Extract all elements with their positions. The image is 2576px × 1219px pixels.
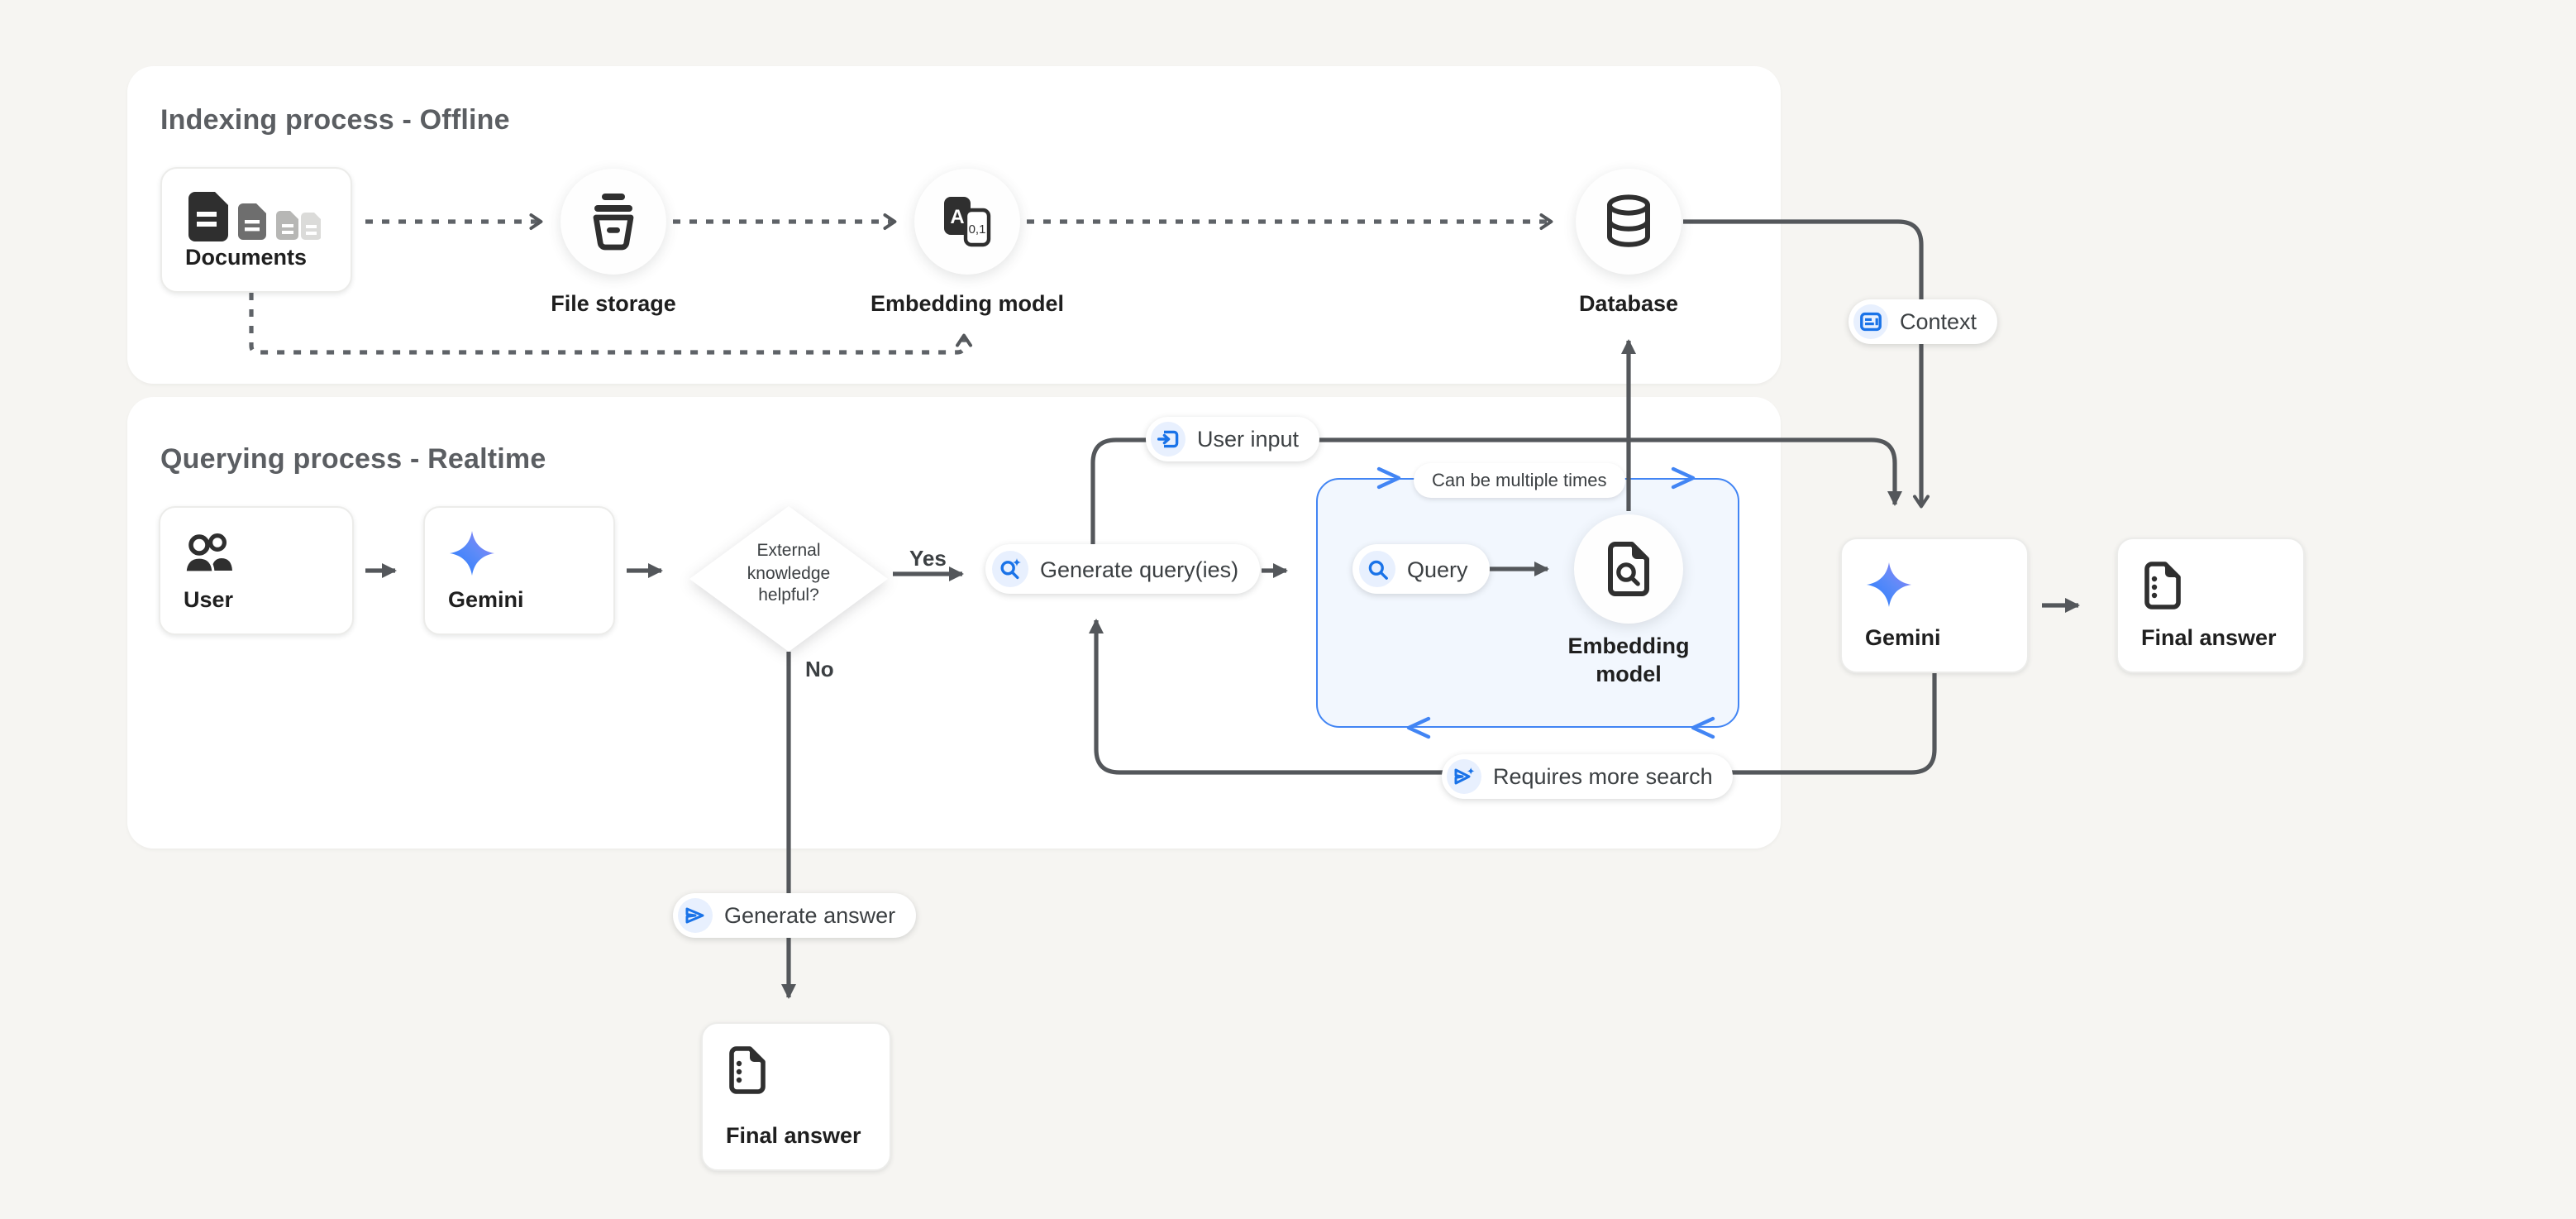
context-badge-label: Context bbox=[1900, 309, 1977, 334]
input-icon bbox=[1151, 422, 1185, 457]
database-icon bbox=[1607, 194, 1650, 247]
can-be-multiple-times-badge: Can be multiple times bbox=[1414, 463, 1625, 498]
final-answer-node-right: Final answer bbox=[2116, 538, 2305, 673]
generate-answer-label: Generate answer bbox=[724, 903, 896, 928]
context-badge: Context bbox=[1849, 299, 1997, 344]
file-storage-label: File storage bbox=[551, 291, 676, 316]
generate-queries-pill: Generate query(ies) bbox=[985, 544, 1261, 594]
gemini-node-left: Gemini bbox=[423, 506, 615, 635]
embedding-model-realtime-node bbox=[1574, 514, 1683, 624]
documents-icon bbox=[188, 192, 321, 241]
documents-label: Documents bbox=[185, 245, 308, 270]
embedding-model-offline-node: A 0,1 bbox=[914, 169, 1020, 275]
svg-text:A: A bbox=[950, 206, 964, 228]
user-input-badge: User input bbox=[1146, 417, 1319, 461]
gemini-spark-icon bbox=[450, 531, 494, 576]
query-label: Query bbox=[1407, 557, 1468, 581]
final-answer-right-label: Final answer bbox=[2141, 625, 2277, 650]
generate-queries-label: Generate query(ies) bbox=[1040, 557, 1239, 581]
indexing-section-title: Indexing process - Offline bbox=[160, 104, 510, 136]
search-icon bbox=[1359, 551, 1395, 587]
decision-text: External knowledge helpful? bbox=[747, 541, 831, 605]
send-spark-icon bbox=[1447, 759, 1481, 794]
final-answer-node-bottom: Final answer bbox=[701, 1022, 891, 1171]
gemini-left-label: Gemini bbox=[448, 587, 524, 612]
search-loop-container bbox=[1316, 478, 1739, 728]
gemini-spark-icon bbox=[1867, 562, 1911, 607]
file-storage-node bbox=[561, 169, 666, 275]
svg-text:0,1: 0,1 bbox=[969, 222, 986, 237]
query-pill: Query bbox=[1352, 544, 1490, 594]
search-spark-icon bbox=[992, 551, 1028, 587]
bucket-icon bbox=[593, 194, 634, 251]
send-icon bbox=[678, 898, 713, 933]
generate-answer-badge: Generate answer bbox=[673, 893, 916, 938]
embedding-model-realtime-label: Embedding model bbox=[1567, 633, 1690, 686]
user-node: User bbox=[159, 506, 354, 635]
context-icon bbox=[1853, 304, 1888, 339]
requires-more-search-label: Requires more search bbox=[1493, 764, 1713, 789]
gemini-right-label: Gemini bbox=[1865, 625, 1941, 650]
answer-document-icon bbox=[2144, 562, 2181, 610]
requires-more-search-badge: Requires more search bbox=[1442, 754, 1733, 799]
documents-node: Documents bbox=[160, 167, 352, 293]
user-label: User bbox=[184, 587, 234, 612]
querying-section-title: Querying process - Realtime bbox=[160, 443, 546, 475]
database-node bbox=[1576, 169, 1682, 275]
answer-document-icon bbox=[729, 1046, 766, 1094]
embedding-model-offline-label: Embedding model bbox=[870, 291, 1064, 316]
document-search-icon bbox=[1608, 542, 1649, 596]
final-answer-bottom-label: Final answer bbox=[726, 1123, 861, 1148]
yes-edge-label: Yes bbox=[909, 546, 947, 571]
no-edge-label: No bbox=[805, 657, 834, 681]
gemini-node-right: Gemini bbox=[1840, 538, 2029, 673]
user-input-badge-label: User input bbox=[1197, 427, 1300, 452]
database-label: Database bbox=[1578, 291, 1679, 316]
people-icon bbox=[184, 533, 232, 574]
text-to-vector-icon: A 0,1 bbox=[944, 197, 991, 247]
